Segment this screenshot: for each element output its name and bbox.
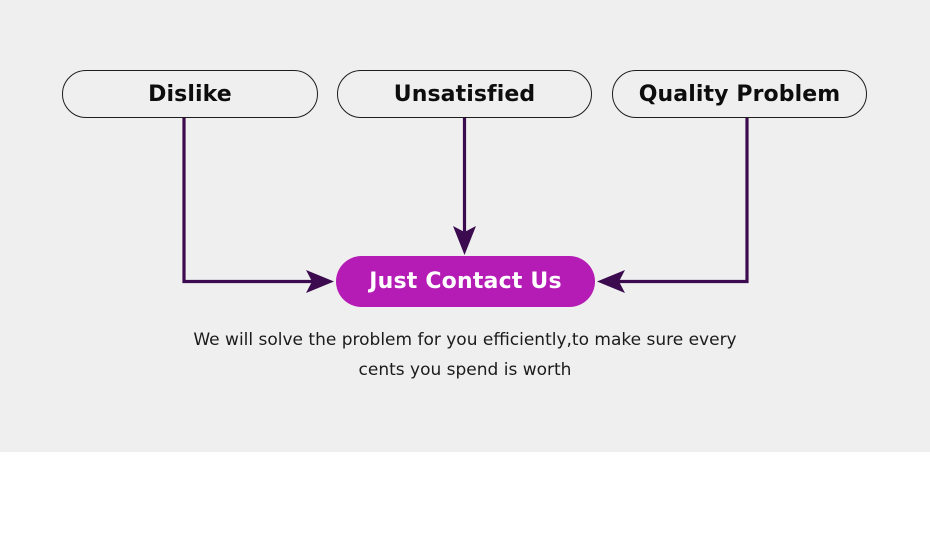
caption-line-2: cents you spend is worth [358,360,572,380]
reason-box-quality-problem: Quality Problem [612,70,867,118]
reason-label-dislike: Dislike [148,81,232,107]
support-promo-banner: Dislike Unsatisfied Quality Problem Just… [0,0,930,452]
arrow-from-unsatisfied-icon [453,226,476,255]
connector-quality-problem [597,118,749,293]
contact-us-button[interactable]: Just Contact Us [336,256,595,307]
connector-dislike [182,118,334,293]
connector-diagram [182,118,749,293]
contact-us-label: Just Contact Us [369,269,562,294]
caption-text: We will solve the problem for you effici… [145,325,785,385]
caption-line-1: We will solve the problem for you effici… [193,330,737,350]
reason-box-dislike: Dislike [62,70,318,118]
reason-box-unsatisfied: Unsatisfied [337,70,592,118]
arrow-from-dislike-icon [306,270,334,293]
reason-label-unsatisfied: Unsatisfied [393,81,536,107]
reason-label-quality-problem: Quality Problem [638,81,841,107]
connector-unsatisfied [453,118,476,255]
bottom-white-area [0,452,930,541]
arrow-from-quality-problem-icon [597,270,625,293]
